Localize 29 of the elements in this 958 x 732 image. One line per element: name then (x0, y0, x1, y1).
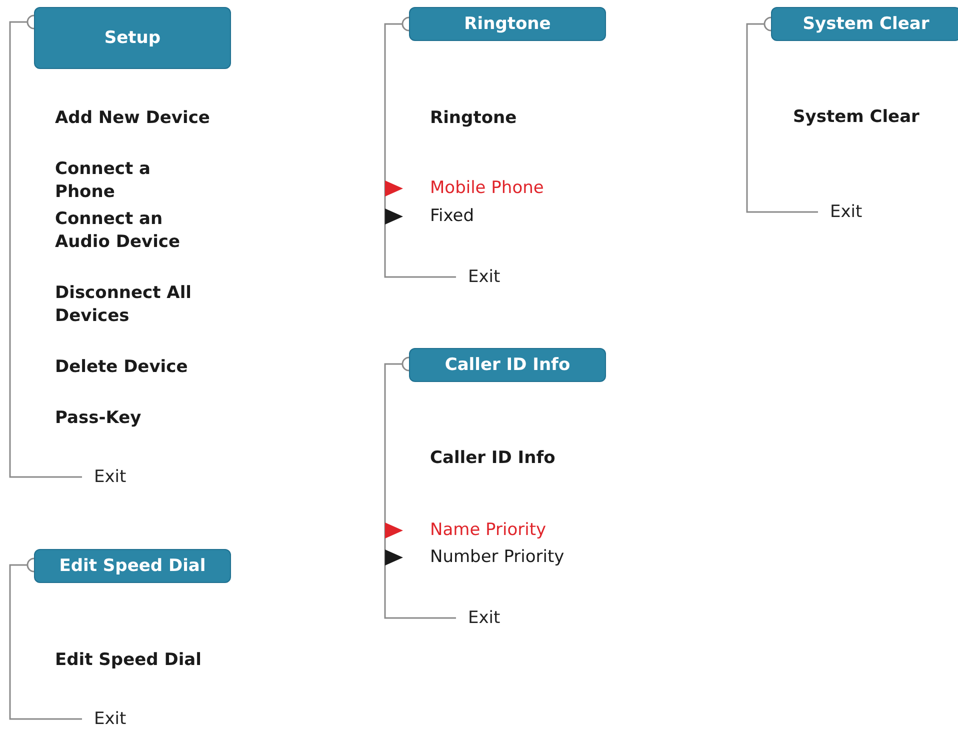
menu-header: System Clear (771, 7, 958, 41)
menu-option: Ringtone (430, 107, 590, 130)
menu-header: Caller ID Info (409, 348, 606, 382)
menu-item: Exit (94, 709, 126, 729)
menu-item: Exit (830, 202, 862, 222)
menu-header: Setup (34, 7, 231, 69)
menu-option: Mobile Phone (430, 177, 600, 200)
menu-option: Fixed (430, 205, 600, 228)
menu-item: Exit (468, 267, 500, 287)
menu-header: Edit Speed Dial (34, 549, 231, 583)
bracket-connector (384, 356, 456, 619)
menu-item: Exit (468, 608, 500, 628)
menu-option: System Clear (793, 106, 953, 129)
menu-option: Caller ID Info (430, 447, 600, 470)
menu-option: Connect a Phone (55, 158, 215, 204)
bracket-connector (9, 558, 82, 720)
menu-option: Delete Device (55, 356, 215, 379)
menu-item: Exit (94, 467, 126, 487)
bracket-connector (384, 16, 456, 278)
menu-option: Disconnect All Devices (55, 282, 205, 328)
menu-option: Pass-Key (55, 407, 215, 430)
menu-option: Connect an Audio Device (55, 208, 205, 254)
bracket-connector (9, 14, 82, 478)
menu-option: Name Priority (430, 519, 600, 542)
menu-header: Ringtone (409, 7, 606, 41)
menu-option: Edit Speed Dial (55, 649, 225, 672)
menu-option: Add New Device (55, 107, 215, 130)
menu-option: Number Priority (430, 546, 620, 569)
bracket-connector (746, 16, 818, 213)
